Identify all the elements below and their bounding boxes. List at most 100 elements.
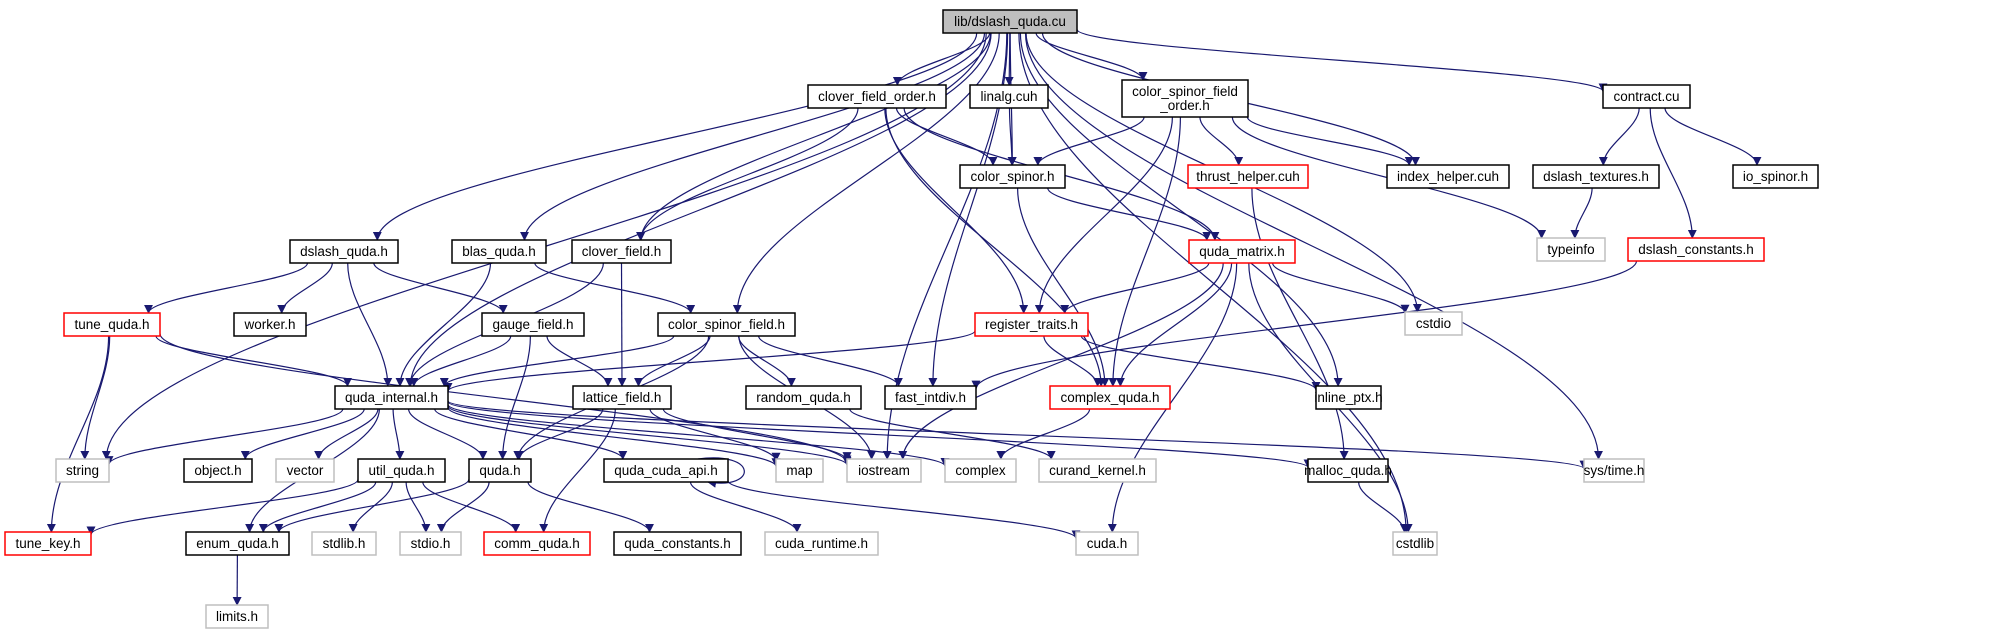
- node-box: [571, 239, 672, 264]
- edge-quda_cuda_api-to-cuda_h: [727, 480, 1081, 540]
- node-lattice-field[interactable]: lattice_field.h: [572, 385, 672, 410]
- edge-lattice_field-to-map: [649, 408, 781, 462]
- node-blas-quda[interactable]: blas_quda.h: [451, 239, 547, 264]
- edge-malloc_quda-to-cstdlib: [1358, 481, 1409, 533]
- node-box: [275, 458, 335, 483]
- node-quda-h[interactable]: quda.h: [468, 458, 532, 483]
- edge-register_traits-to-complex_quda: [1043, 335, 1103, 387]
- edge-quda_matrix-to-cstdio: [1272, 262, 1410, 314]
- node-label: gauge_field.h: [492, 317, 573, 332]
- node-random-quda[interactable]: random_quda.h: [745, 385, 862, 410]
- node-fast-intdiv[interactable]: fast_intdiv.h: [884, 385, 977, 410]
- node-label: clover_field.h: [582, 244, 662, 259]
- node-util-quda[interactable]: util_quda.h: [357, 458, 446, 483]
- edge-lattice_field-to-quda_h: [514, 408, 604, 460]
- node-label: random_quda.h: [756, 390, 851, 405]
- edge-util_quda-to-enum_quda: [258, 481, 377, 533]
- node-dslash-textures[interactable]: dslash_textures.h: [1532, 164, 1660, 189]
- node-object[interactable]: object.h: [183, 458, 253, 483]
- node-color-spinor-field-order[interactable]: color_spinor_field_order.h: [1121, 79, 1249, 118]
- node-label: thrust_helper.cuh: [1196, 169, 1300, 184]
- node-clover-field[interactable]: clover_field.h: [571, 239, 672, 264]
- node-label: dslash_textures.h: [1543, 169, 1649, 184]
- node-iostream: iostream: [846, 458, 922, 483]
- node-cuda-runtime: cuda_runtime.h: [764, 531, 879, 556]
- node-box: [775, 458, 824, 483]
- node-label: quda_cuda_api.h: [614, 463, 718, 478]
- node-label: comm_quda.h: [494, 536, 580, 551]
- node-thrust-helper[interactable]: thrust_helper.cuh: [1187, 164, 1309, 189]
- node-box: [944, 458, 1017, 483]
- node-complex-quda[interactable]: complex_quda.h: [1049, 385, 1171, 410]
- node-dslash-quda-h[interactable]: dslash_quda.h: [289, 239, 399, 264]
- edge-random_quda-to-curand_kernel: [849, 408, 1056, 460]
- node-box: [4, 531, 92, 556]
- node-io-spinor[interactable]: io_spinor.h: [1732, 164, 1819, 189]
- edge-util_quda-to-stdlib_h: [348, 481, 393, 533]
- node-linalg[interactable]: linalg.cuh: [969, 84, 1049, 109]
- node-box: [613, 531, 742, 556]
- node-box: [334, 385, 449, 410]
- edge-gauge_field-to-quda_h: [498, 335, 531, 460]
- node-box: [1532, 164, 1660, 189]
- edge-color_spinor_field_order-to-color_spinor: [1033, 116, 1145, 166]
- node-box: [1188, 239, 1296, 264]
- node-box: [603, 458, 729, 483]
- node-box: [311, 531, 377, 556]
- node-gauge-field[interactable]: gauge_field.h: [481, 312, 585, 337]
- node-tune-key[interactable]: tune_key.h: [4, 531, 92, 556]
- node-box: [185, 531, 290, 556]
- node-label: sys/time.h: [1584, 463, 1645, 478]
- node-stdlib-h: stdlib.h: [311, 531, 377, 556]
- node-quda-cuda-api[interactable]: quda_cuda_api.h: [603, 458, 729, 483]
- edge-root-to-fast_intdiv: [928, 32, 1009, 387]
- node-cstdio: cstdio: [1404, 311, 1463, 336]
- edge-lattice_field-to-iostream: [662, 408, 852, 462]
- node-root[interactable]: lib/dslash_quda.cu: [942, 9, 1078, 34]
- edge-quda_internal-to-complex: [447, 403, 950, 467]
- node-box: [745, 385, 862, 410]
- node-label: clover_field_order.h: [818, 89, 936, 104]
- node-contract[interactable]: contract.cu: [1602, 84, 1691, 109]
- node-index-helper[interactable]: index_helper.cuh: [1386, 164, 1510, 189]
- node-color-spinor[interactable]: color_spinor.h: [959, 164, 1066, 189]
- edge-gauge_field-to-lattice_field: [546, 335, 613, 387]
- node-limits-h: limits.h: [205, 604, 269, 629]
- node-label: malloc_quda.h: [1304, 463, 1392, 478]
- node-label: quda.h: [479, 463, 520, 478]
- node-label: util_quda.h: [368, 463, 434, 478]
- node-worker[interactable]: worker.h: [233, 312, 307, 337]
- edge-quda_internal-to-quda_h: [408, 408, 488, 460]
- node-vector: vector: [275, 458, 335, 483]
- node-label: lib/dslash_quda.cu: [954, 14, 1066, 29]
- edge-quda_cuda_api-to-cuda_runtime: [689, 481, 802, 533]
- node-quda-internal[interactable]: quda_internal.h: [334, 385, 449, 410]
- node-malloc-quda[interactable]: malloc_quda.h: [1304, 458, 1392, 483]
- edge-quda_matrix-to-register_traits: [1060, 262, 1210, 314]
- node-box: [451, 239, 547, 264]
- node-clover-field-order[interactable]: clover_field_order.h: [807, 84, 947, 109]
- edge-quda_internal-to-quda_cuda_api: [434, 408, 628, 460]
- node-label: string: [66, 463, 99, 478]
- node-label: cuda_runtime.h: [775, 536, 868, 551]
- edge-dslash_quda_h-to-quda_internal: [347, 262, 393, 387]
- node-quda-matrix[interactable]: quda_matrix.h: [1188, 239, 1296, 264]
- node-register-traits[interactable]: register_traits.h: [974, 312, 1089, 337]
- edge-quda_internal-to-object: [240, 408, 365, 460]
- node-box: [1075, 531, 1139, 556]
- node-dslash-constants[interactable]: dslash_constants.h: [1627, 237, 1765, 262]
- node-quda-constants[interactable]: quda_constants.h: [613, 531, 742, 556]
- node-inline-ptx[interactable]: inline_ptx.h: [1314, 385, 1383, 410]
- node-box: [289, 239, 399, 264]
- node-box: [205, 604, 269, 629]
- node-box: [884, 385, 977, 410]
- node-tune-quda[interactable]: tune_quda.h: [63, 312, 161, 337]
- edge-color_spinor_field_order-to-thrust_helper: [1199, 116, 1244, 166]
- node-enum-quda[interactable]: enum_quda.h: [185, 531, 290, 556]
- edge-color_spinor-to-complex_quda: [1017, 187, 1110, 387]
- node-color-spinor-field[interactable]: color_spinor_field.h: [657, 312, 796, 337]
- node-box: [357, 458, 446, 483]
- edge-quda_internal-to-util_quda: [392, 408, 405, 460]
- node-comm-quda[interactable]: comm_quda.h: [483, 531, 591, 556]
- node-box: [1049, 385, 1171, 410]
